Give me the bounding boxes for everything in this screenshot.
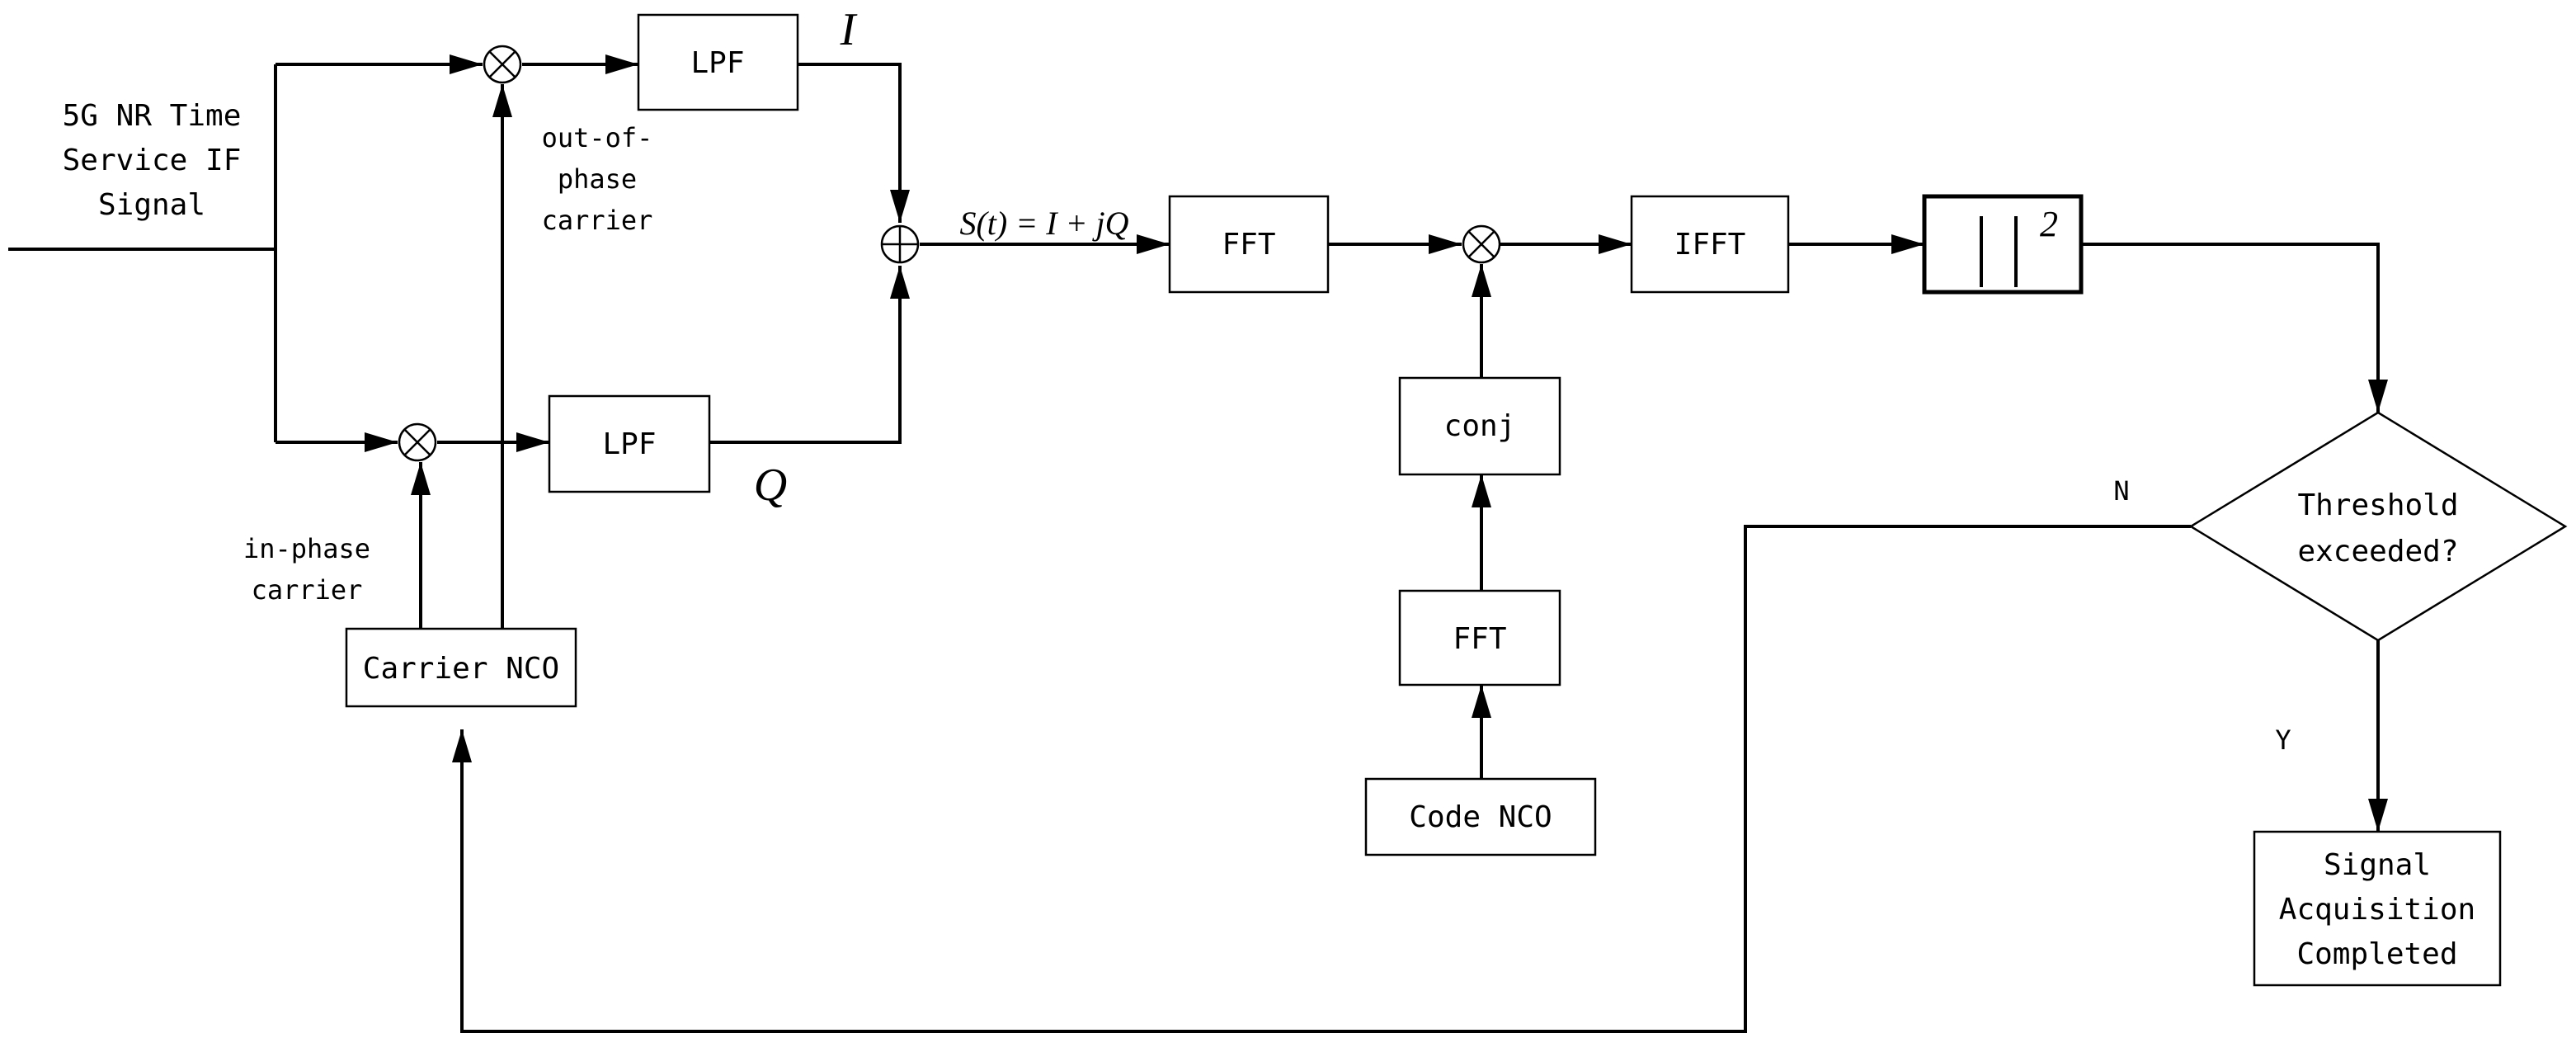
fft-main-label: FFT	[1222, 228, 1275, 262]
correlation-multiplier	[1462, 224, 1501, 264]
abs-square-block: 2	[1922, 194, 2084, 295]
input-signal-line-1: 5G NR Time	[63, 99, 242, 133]
wire-square-to-decision	[2081, 243, 2388, 413]
fft-code-label: FFT	[1453, 622, 1506, 656]
out-of-phase-label: out-of- phase carrier	[542, 122, 653, 236]
out-of-phase-line-1: out-of-	[542, 122, 653, 153]
i-branch-label: I	[840, 4, 858, 55]
lpf-i-block: LPF	[637, 13, 799, 111]
in-phase-label: in-phase carrier	[243, 533, 370, 606]
input-signal-line-2: Service IF	[63, 144, 242, 177]
decision-line-1: Threshold	[2297, 488, 2458, 522]
ifft-block: IFFT	[1630, 195, 1790, 294]
carrier-nco-block: Carrier NCO	[345, 627, 577, 708]
summer	[880, 224, 920, 264]
fft-code-block: FFT	[1398, 589, 1561, 686]
conj-label: conj	[1444, 409, 1516, 443]
no-branch-label: N	[2113, 475, 2129, 507]
lpf-i-label: LPF	[690, 46, 744, 80]
input-signal-line-3: Signal	[98, 188, 205, 222]
out-of-phase-line-2: phase	[558, 163, 637, 195]
lpf-q-label: LPF	[602, 427, 656, 461]
in-phase-line-2: carrier	[252, 574, 363, 606]
threshold-decision: Threshold exceeded?	[2188, 411, 2568, 642]
wire-lpf-q-to-sum	[709, 266, 910, 444]
abs-bars-icon	[1980, 216, 2018, 287]
ifft-label: IFFT	[1674, 228, 1746, 262]
fft-main-block: FFT	[1168, 195, 1330, 294]
code-nco-label: Code NCO	[1409, 800, 1552, 834]
input-signal-label: 5G NR Time Service IF Signal	[63, 99, 242, 222]
acquisition-complete-block: Signal Acquisition Completed	[2253, 830, 2502, 987]
q-branch-label: Q	[754, 460, 787, 511]
abs-square-exponent: 2	[2040, 204, 2058, 244]
carrier-nco-label: Carrier NCO	[363, 652, 559, 686]
signal-equation-label: S(t) = I + jQ	[959, 205, 1128, 242]
wire-no-feedback	[452, 525, 2191, 1033]
code-nco-block: Code NCO	[1364, 777, 1597, 856]
mixer-i	[483, 45, 522, 84]
decision-line-2: exceeded?	[2297, 535, 2458, 569]
mixer-q	[398, 422, 437, 462]
lpf-q-block: LPF	[548, 394, 711, 493]
signal-wires	[8, 54, 2388, 1033]
result-line-1: Signal	[2324, 848, 2431, 882]
yes-branch-label: Y	[2275, 724, 2291, 756]
result-line-2: Acquisition	[2279, 893, 2475, 927]
out-of-phase-line-3: carrier	[542, 205, 653, 236]
in-phase-line-1: in-phase	[243, 533, 370, 564]
conj-block: conj	[1398, 376, 1561, 476]
result-line-3: Completed	[2296, 937, 2457, 971]
wire-lpf-i-to-sum	[798, 63, 910, 223]
